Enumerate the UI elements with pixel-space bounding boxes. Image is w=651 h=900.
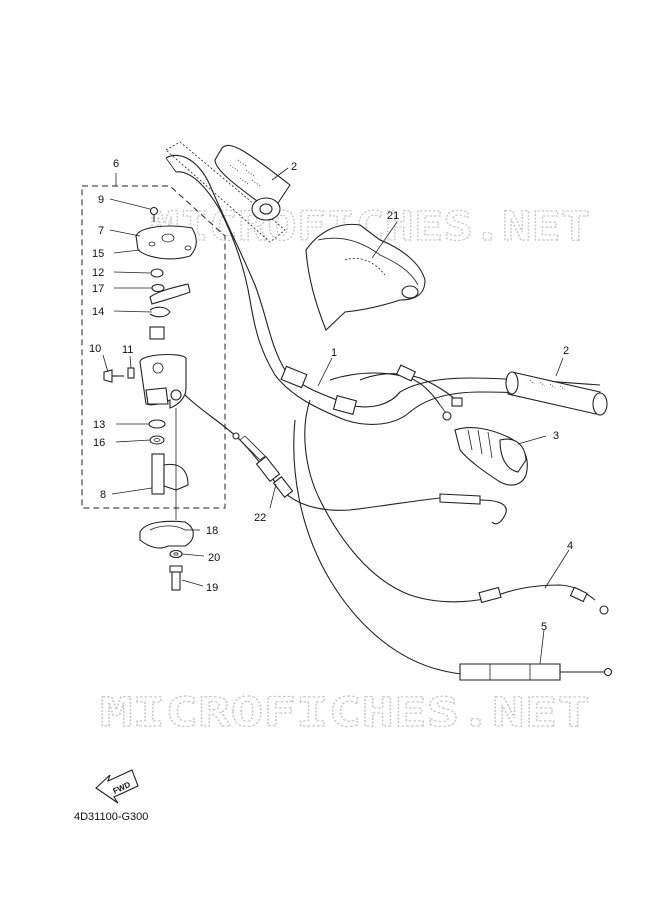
callout-13: 13 xyxy=(93,419,105,431)
callout-22: 22 xyxy=(254,512,266,524)
grip-left xyxy=(214,144,291,221)
callout-7: 7 xyxy=(98,225,104,237)
callout-16: 16 xyxy=(93,437,105,449)
callout-20: 20 xyxy=(208,552,220,564)
callout-12: 12 xyxy=(92,267,104,279)
throttle-housing-parts xyxy=(103,206,197,591)
cable-5 xyxy=(293,419,613,681)
handlebar-cover xyxy=(305,223,426,331)
callout-9: 9 xyxy=(98,194,104,206)
throttle-cable xyxy=(184,394,507,525)
callout-17: 17 xyxy=(92,283,104,295)
callout-1: 1 xyxy=(331,347,337,359)
callout-14: 14 xyxy=(92,306,104,318)
cable-4 xyxy=(304,372,609,615)
callout-2-right: 2 xyxy=(563,345,569,357)
callout-4: 4 xyxy=(567,540,573,552)
subassembly-box xyxy=(81,185,226,509)
callout-2-top: 2 xyxy=(291,161,297,173)
callout-10: 10 xyxy=(89,343,101,355)
callout-18: 18 xyxy=(206,525,218,537)
handlebar xyxy=(165,141,601,425)
callout-15: 15 xyxy=(92,248,104,260)
callout-6: 6 xyxy=(113,158,119,170)
lever-boot xyxy=(454,427,528,486)
lever-cables xyxy=(359,364,463,407)
leader-lines xyxy=(102,167,570,665)
callout-19: 19 xyxy=(206,582,218,594)
callout-3: 3 xyxy=(553,430,559,442)
callout-5: 5 xyxy=(541,621,547,633)
callout-21: 21 xyxy=(387,210,399,222)
fwd-arrow: FWD xyxy=(95,769,139,804)
callout-8: 8 xyxy=(100,489,106,501)
callout-11: 11 xyxy=(122,344,133,356)
diagram-part-code: 4D31100-G300 xyxy=(74,811,149,823)
grip-right xyxy=(505,371,608,416)
watermark-bottom: MICROFICHES.NET xyxy=(100,690,590,736)
